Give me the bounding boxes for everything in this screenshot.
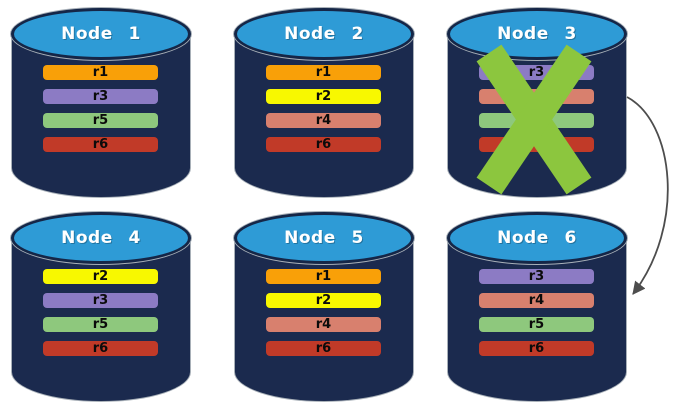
replica-bar xyxy=(479,137,594,152)
replica-bar: r5 xyxy=(43,317,158,332)
node-title: Node 4 xyxy=(61,228,141,248)
cylinder-top: Node 4 xyxy=(11,212,191,264)
node-title: Node 3 xyxy=(497,24,577,44)
replica-bar: r2 xyxy=(266,89,381,104)
node-3: Node 3 r3 xyxy=(447,8,627,198)
replica-bar: r3 xyxy=(43,293,158,308)
replica-bar: r3 xyxy=(479,269,594,284)
replica-bar: r3 xyxy=(479,65,594,80)
cylinder-top: Node 3 xyxy=(447,8,627,60)
replica-bar: r1 xyxy=(43,65,158,80)
cylinder-top: Node 1 xyxy=(11,8,191,60)
node-title: Node 1 xyxy=(61,24,141,44)
cylinder-top: Node 5 xyxy=(234,212,414,264)
node-1: Node 1 r1 r3 r5 r6 xyxy=(11,8,191,198)
replica-bar: r4 xyxy=(266,317,381,332)
node-2: Node 2 r1 r2 r4 r6 xyxy=(234,8,414,198)
node-title: Node 5 xyxy=(284,228,364,248)
cylinder-top: Node 6 xyxy=(447,212,627,264)
replica-bar: r6 xyxy=(479,341,594,356)
node-title: Node 2 xyxy=(284,24,364,44)
replica-bar: r4 xyxy=(479,293,594,308)
replica-bar: r6 xyxy=(266,137,381,152)
replica-bar: r6 xyxy=(266,341,381,356)
replica-bar: r1 xyxy=(266,65,381,80)
replica-bar: r6 xyxy=(43,137,158,152)
replica-bar: r1 xyxy=(266,269,381,284)
replica-bar xyxy=(479,113,594,128)
replica-bar: r4 xyxy=(266,113,381,128)
node-title: Node 6 xyxy=(497,228,577,248)
node-6: Node 6 r3 r4 r5 r6 xyxy=(447,212,627,402)
replica-bar: r2 xyxy=(43,269,158,284)
replica-bar xyxy=(479,89,594,104)
node-4: Node 4 r2 r3 r5 r6 xyxy=(11,212,191,402)
replica-bar: r3 xyxy=(43,89,158,104)
cylinder-top: Node 2 xyxy=(234,8,414,60)
replica-bar: r5 xyxy=(43,113,158,128)
replica-bar: r2 xyxy=(266,293,381,308)
replica-bar: r5 xyxy=(479,317,594,332)
node-5: Node 5 r1 r2 r4 r6 xyxy=(234,212,414,402)
failover-arrow xyxy=(626,96,669,295)
replica-bar: r6 xyxy=(43,341,158,356)
